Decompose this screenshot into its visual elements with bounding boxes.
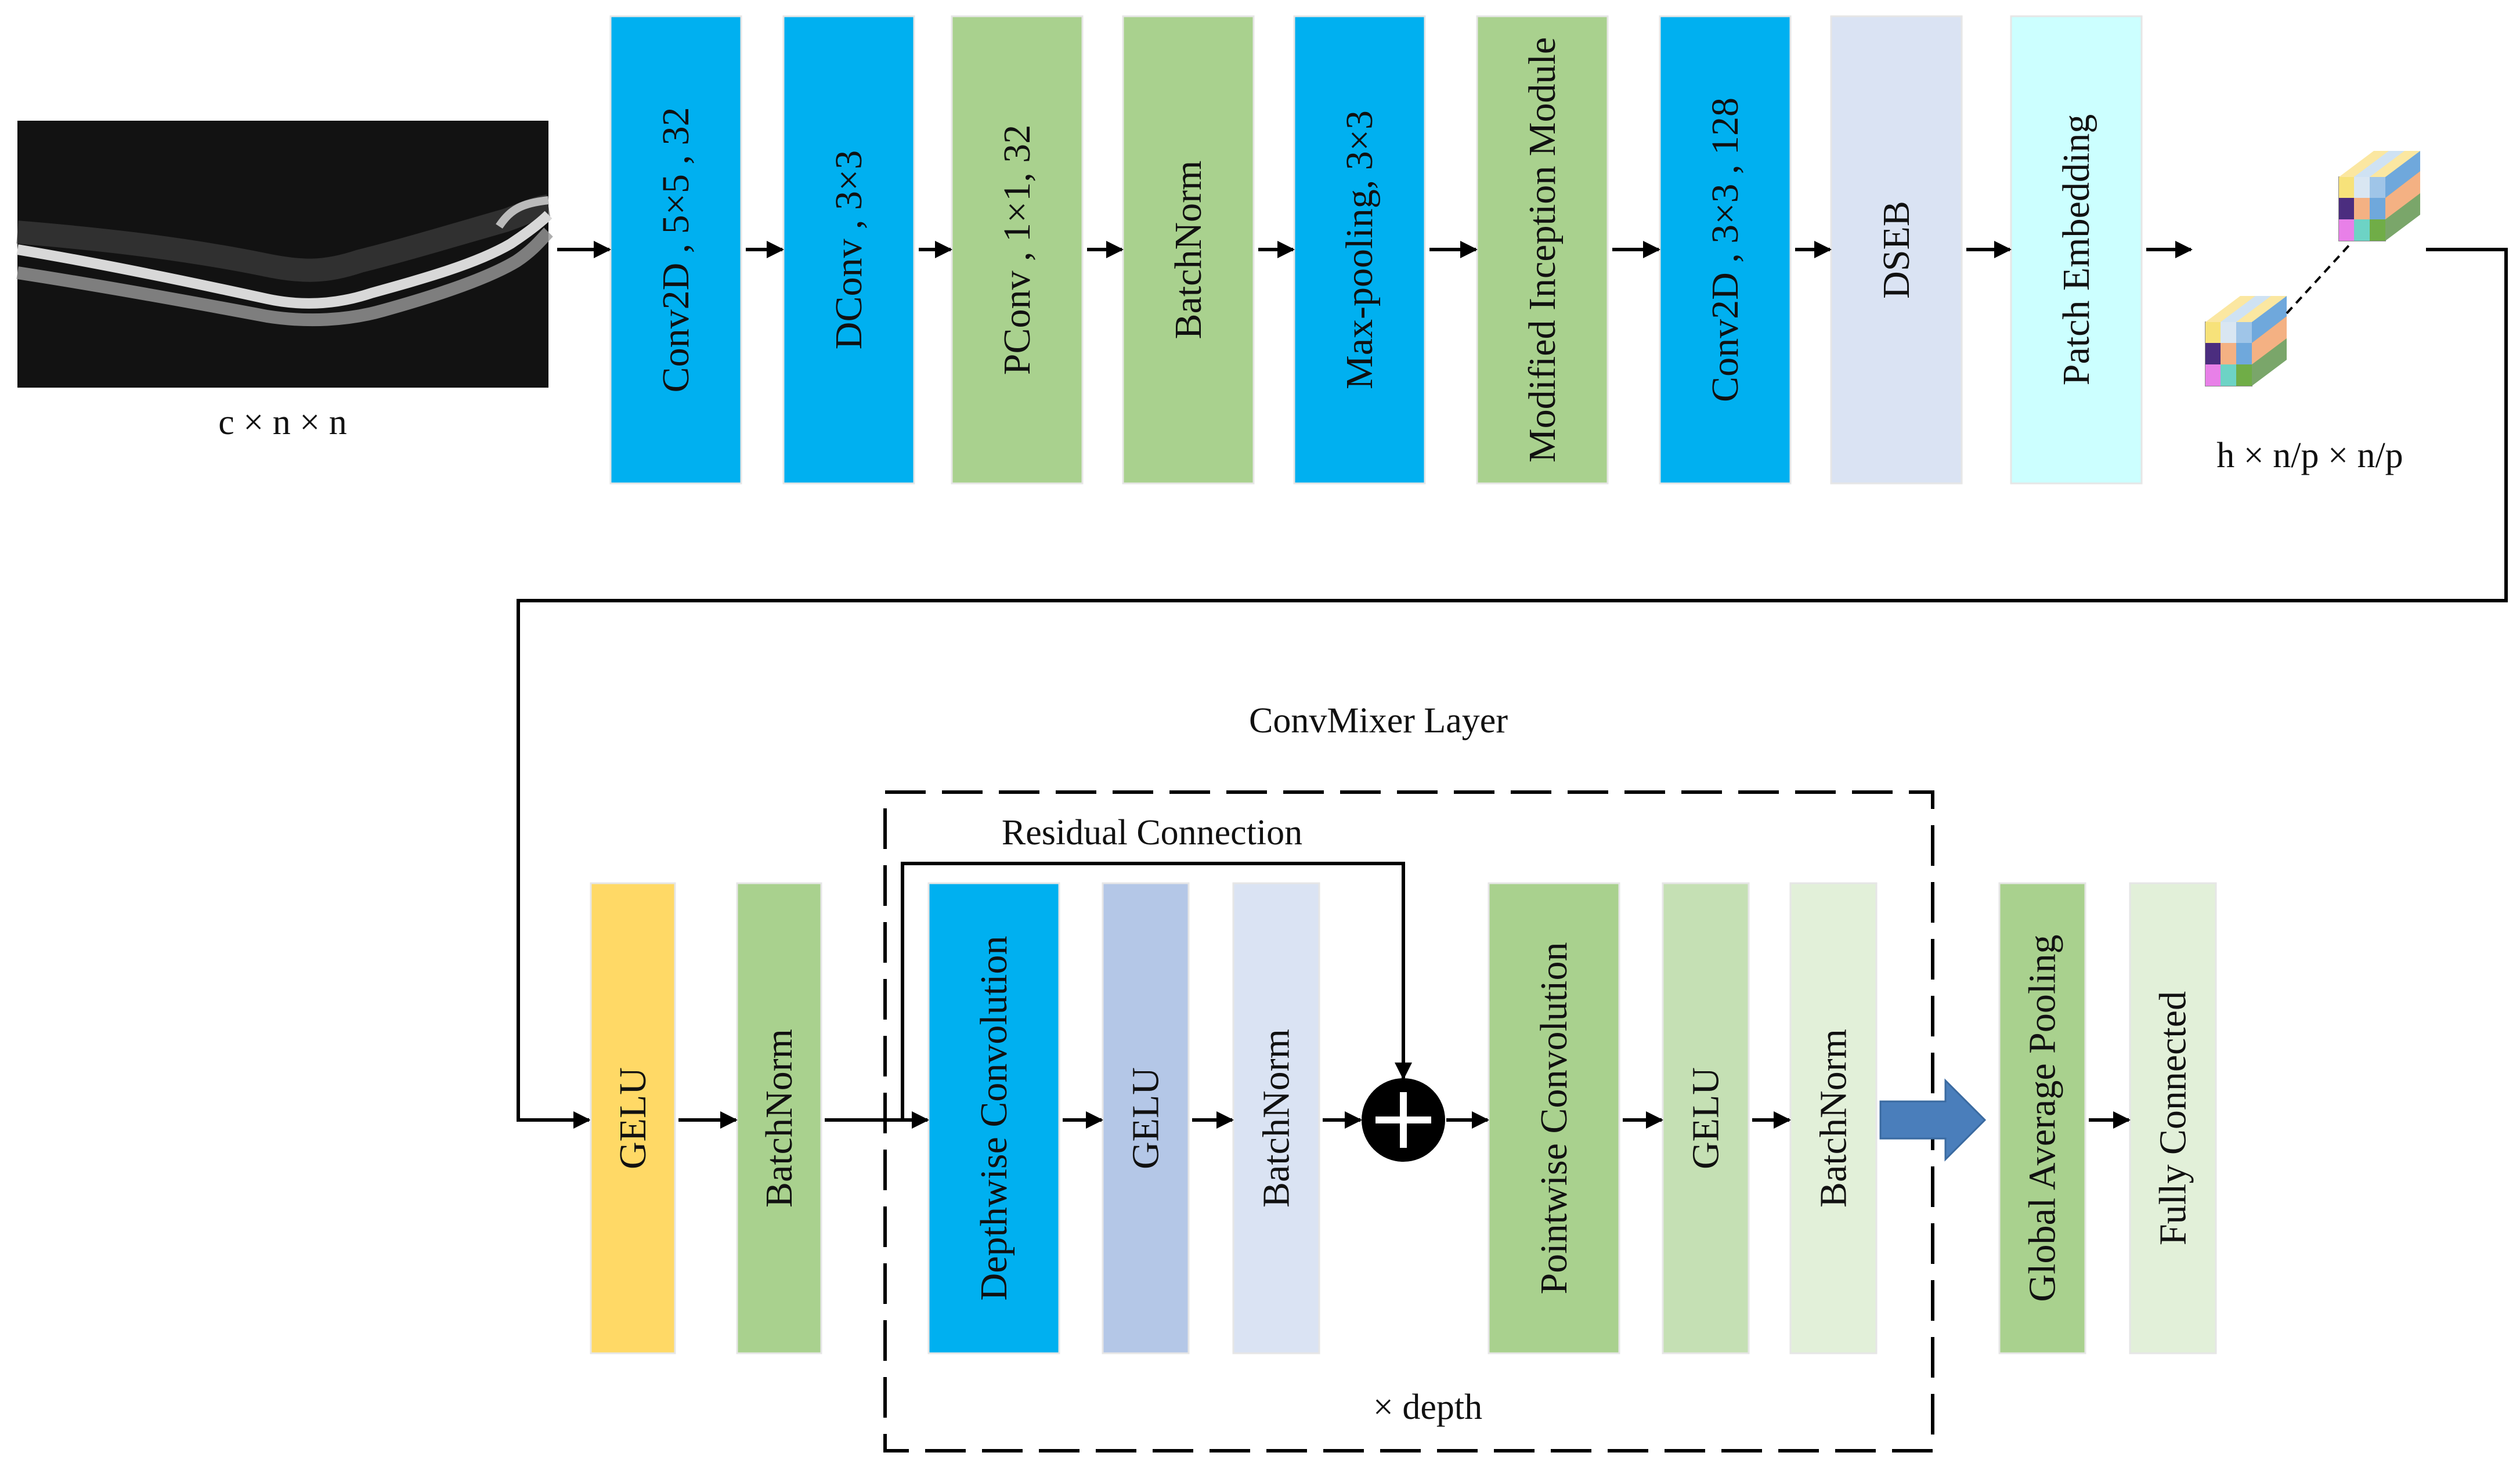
block-global-average-pooling: Global Average Pooling xyxy=(1998,882,2086,1354)
block-pointwise-convolution: Pointwise Convolution xyxy=(1488,882,1620,1354)
depth-label: × depth xyxy=(1373,1387,1482,1427)
right-block-arrow-icon xyxy=(1879,1078,1987,1162)
block-label: BatchNorm xyxy=(1167,161,1210,339)
row-wrap-connector xyxy=(517,248,2508,1129)
block-rect xyxy=(951,15,1084,485)
block-rect xyxy=(927,882,1060,1354)
block-label: Max-pooling, 3×3 xyxy=(1338,110,1381,389)
block-conv2d-5-5-32: Conv2D , 5×5 , 32 xyxy=(609,15,742,485)
block-batchnorm: BatchNorm xyxy=(1789,882,1878,1354)
block-rect xyxy=(1102,882,1190,1354)
block-label: PConv , 1×1, 32 xyxy=(996,125,1038,375)
block-gelu: GELU xyxy=(1662,882,1750,1354)
block-rect xyxy=(782,15,915,485)
block-batchnorm: BatchNorm xyxy=(1232,882,1320,1354)
input-size-caption: c × n × n xyxy=(218,403,346,442)
block-label: Depthwise Convolution xyxy=(973,936,1015,1301)
block-conv2d-3-3-128: Conv2D , 3×3 , 128 xyxy=(1659,15,1792,485)
convmixer-title: ConvMixer Layer xyxy=(1249,701,1508,740)
block-rect xyxy=(1293,15,1426,485)
block-label: Fully Connected xyxy=(2152,991,2194,1245)
block-label: Conv2D , 3×3 , 128 xyxy=(1704,97,1746,402)
block-label: BatchNorm xyxy=(1255,1029,1298,1208)
residual-connection-path xyxy=(901,862,1412,1120)
block-rect xyxy=(1488,882,1620,1354)
stem-blocks: Conv2D , 5×5 , 32 DConv , 3×3 PConv , 1×1,… xyxy=(609,15,2143,485)
block-label: Conv2D , 5×5 , 32 xyxy=(655,107,697,393)
block-label: Pointwise Convolution xyxy=(1533,942,1575,1295)
block-label: GELU xyxy=(1685,1067,1727,1169)
block-patch-embedding: Patch Embedding xyxy=(2010,15,2143,485)
block-dconv-3-3: DConv , 3×3 xyxy=(782,15,915,485)
block-rect xyxy=(1789,882,1878,1354)
block-label: BatchNorm xyxy=(1813,1029,1855,1208)
block-rect xyxy=(1998,882,2086,1354)
patch-output-size-caption: h × n/p × n/p xyxy=(2216,436,2403,475)
oct-input-image xyxy=(16,121,553,388)
block-rect xyxy=(1659,15,1792,485)
block-fully-connected: Fully Connected xyxy=(2129,882,2217,1354)
block-label: DConv , 3×3 xyxy=(828,150,870,349)
block-batchnorm: BatchNorm xyxy=(1122,15,1255,485)
block-max-pooling-3-3: Max-pooling, 3×3 xyxy=(1293,15,1426,485)
block-label: BatchNorm xyxy=(758,1029,800,1208)
patch-embedding-output-cubes xyxy=(2205,151,2420,386)
plus-circle-icon xyxy=(1362,1078,1445,1162)
block-dseb: DSEB xyxy=(1830,15,1963,485)
block-pconv-1-1-32: PConv , 1×1, 32 xyxy=(951,15,1084,485)
block-label: Modified Inception Module xyxy=(1521,37,1564,462)
block-rect xyxy=(736,882,822,1354)
block-label: GELU xyxy=(612,1067,654,1169)
block-label: Global Average Pooling xyxy=(2021,935,2064,1302)
pre-mixer-blocks: GELU BatchNorm xyxy=(590,882,822,1354)
block-modified-inception-module: Modified Inception Module xyxy=(1476,15,1609,485)
block-rect xyxy=(1476,15,1609,485)
block-rect xyxy=(1122,15,1255,485)
block-label: Patch Embedding xyxy=(2055,114,2097,385)
block-gelu: GELU xyxy=(590,882,676,1354)
block-rect xyxy=(1232,882,1320,1354)
block-depthwise-convolution: Depthwise Convolution xyxy=(927,882,1060,1354)
block-rect xyxy=(1830,15,1963,485)
block-rect xyxy=(590,882,676,1354)
convmixer-blocks-after-add: Pointwise Convolution GELU BatchNorm xyxy=(1488,882,1878,1354)
convmixer-blocks-before-add: Depthwise Convolution GELU BatchNorm xyxy=(927,882,1320,1354)
block-gelu: GELU xyxy=(1102,882,1190,1354)
block-label: DSEB xyxy=(1875,201,1918,299)
block-label: GELU xyxy=(1125,1067,1167,1169)
residual-connection-label: Residual Connection xyxy=(1002,813,1302,852)
block-rect xyxy=(609,15,742,485)
block-batchnorm: BatchNorm xyxy=(736,882,822,1354)
